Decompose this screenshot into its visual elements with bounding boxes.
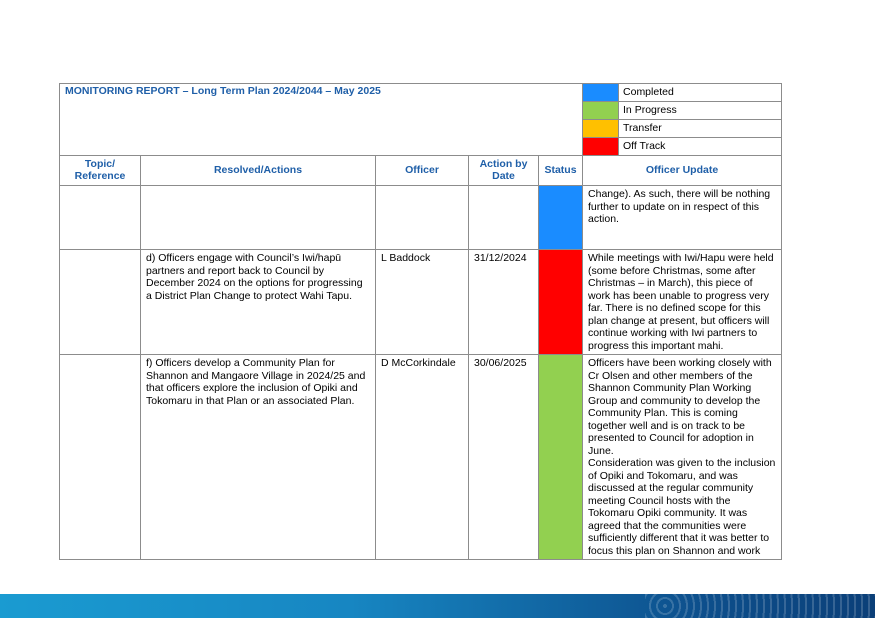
column-header-update: Officer Update <box>582 155 783 186</box>
table-header-row: Topic/ Reference Resolved/Actions Office… <box>59 155 783 186</box>
resolved-cell: d) Officers engage with Council’s Iwi/ha… <box>140 249 376 355</box>
update-cell: Change). As such, there will be nothing … <box>582 185 783 250</box>
legend-swatch-transfer <box>583 119 620 138</box>
status-indicator-off-track <box>537 249 584 355</box>
officer-cell: L Baddock <box>375 249 469 355</box>
footer-pattern <box>645 594 875 618</box>
table-row: d) Officers engage with Council’s Iwi/ha… <box>59 249 783 355</box>
update-paragraph: Officers have been working closely with … <box>588 357 772 457</box>
legend-label: Transfer <box>618 119 782 138</box>
legend-swatch-off-track <box>583 137 620 155</box>
legend-label: Completed <box>618 84 782 102</box>
topic-cell <box>59 185 141 250</box>
resolved-cell <box>140 185 376 250</box>
column-header-officer: Officer <box>375 155 469 186</box>
report-title: MONITORING REPORT – Long Term Plan 2024/… <box>58 83 583 156</box>
column-header-action-by: Action by Date <box>468 155 539 186</box>
column-header-topic: Topic/ Reference <box>59 155 141 186</box>
update-paragraph: Consideration was given to the inclusion… <box>588 457 776 557</box>
date-cell <box>468 185 539 250</box>
date-cell: 30/06/2025 <box>468 354 539 560</box>
status-indicator-in-progress <box>537 354 584 560</box>
column-header-status: Status <box>537 155 584 186</box>
legend-item-completed: Completed <box>583 84 782 102</box>
legend-item-transfer: Transfer <box>583 119 782 138</box>
legend-item-off-track: Off Track <box>583 137 781 155</box>
footer-band <box>0 594 875 618</box>
legend-label: In Progress <box>618 101 782 120</box>
status-indicator-completed <box>537 185 584 250</box>
update-cell: Officers have been working closely with … <box>582 354 783 560</box>
officer-cell: D McCorkindale <box>375 354 469 560</box>
update-cell: While meetings with Iwi/Hapu were held (… <box>582 249 783 355</box>
topic-cell <box>59 354 141 560</box>
monitoring-report-table: MONITORING REPORT – Long Term Plan 2024/… <box>58 83 783 560</box>
table-row: f) Officers develop a Community Plan for… <box>59 354 783 560</box>
legend-item-in-progress: In Progress <box>583 101 782 120</box>
resolved-cell: f) Officers develop a Community Plan for… <box>140 354 376 560</box>
topic-cell <box>59 249 141 355</box>
status-legend: Completed In Progress Transfer Off Track <box>582 83 783 156</box>
legend-swatch-completed <box>583 84 620 102</box>
officer-cell <box>375 185 469 250</box>
column-header-resolved: Resolved/Actions <box>140 155 376 186</box>
legend-swatch-in-progress <box>583 101 620 120</box>
date-cell: 31/12/2024 <box>468 249 539 355</box>
table-row: Change). As such, there will be nothing … <box>59 185 783 250</box>
legend-label: Off Track <box>623 140 666 153</box>
